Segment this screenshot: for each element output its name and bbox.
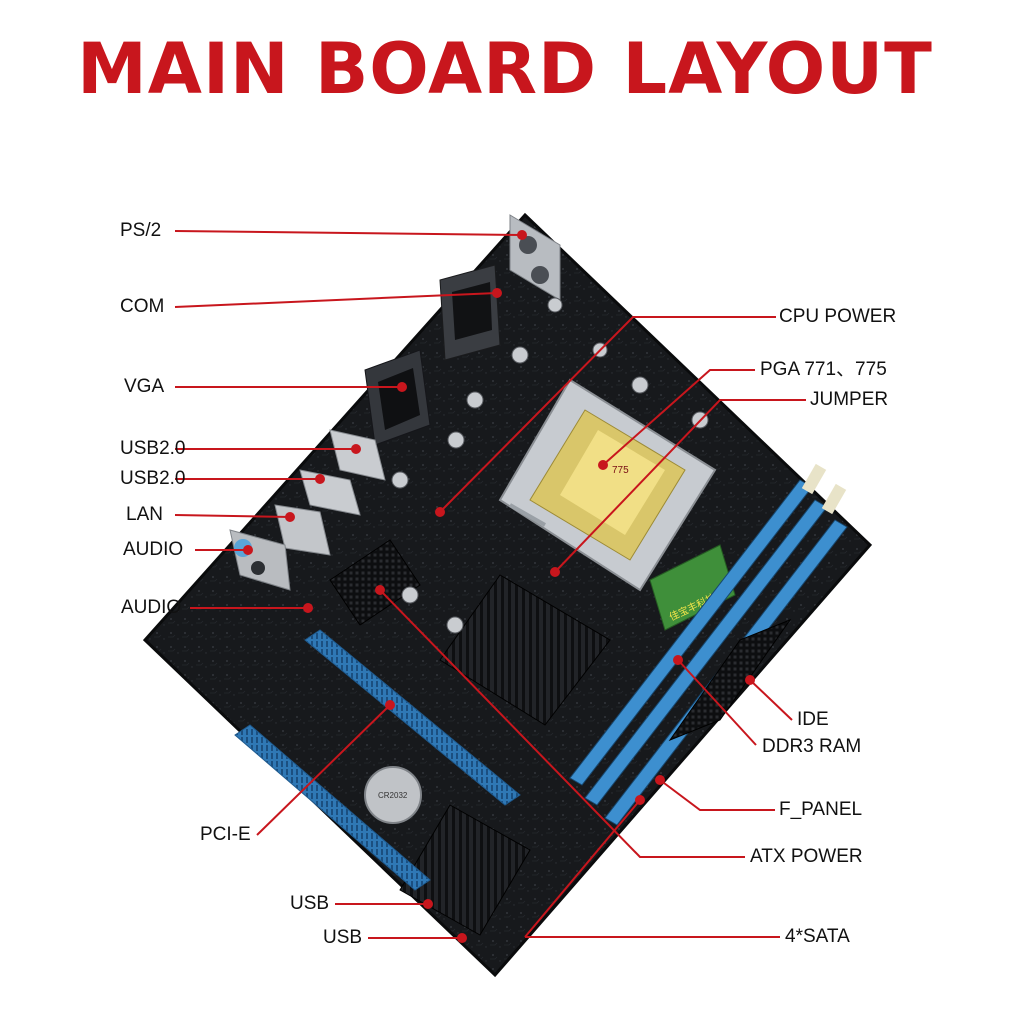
socket-text: 775	[612, 465, 629, 476]
label-cpu-power: CPU POWER	[779, 306, 897, 327]
page-title: MAIN BOARD LAYOUT	[77, 28, 933, 110]
label-sata: 4*SATA	[785, 926, 850, 947]
label-audio-a: AUDIO	[123, 539, 184, 560]
label-usb2-b: USB2.0	[120, 468, 186, 489]
label-usb2-a: USB2.0	[120, 438, 186, 459]
label-f-panel: F_PANEL	[779, 799, 863, 820]
leader-lines	[174, 230, 806, 943]
label-vga: VGA	[124, 376, 165, 397]
usb-ports	[299, 429, 386, 516]
label-usb-a: USB	[290, 893, 330, 914]
label-audio-b: AUDIO	[121, 597, 182, 618]
label-jumper: JUMPER	[810, 389, 889, 410]
label-lan: LAN	[126, 504, 163, 525]
label-pcie: PCI-E	[200, 824, 251, 845]
label-usb-b: USB	[323, 927, 363, 948]
label-atx-power: ATX POWER	[750, 846, 863, 867]
vga-port	[364, 349, 431, 446]
label-ddr3: DDR3 RAM	[762, 736, 862, 757]
label-ide: IDE	[797, 709, 829, 730]
label-pga: PGA 771、775	[760, 359, 887, 380]
ide-connector	[668, 618, 792, 742]
pcie-slots	[234, 629, 521, 891]
cmos-battery: CR2032	[364, 766, 422, 824]
battery-text: CR2032	[378, 791, 408, 800]
atx-power-connector	[329, 539, 421, 626]
cpu-socket: 775	[498, 378, 717, 592]
label-com: COM	[120, 296, 165, 317]
audio-jacks	[229, 529, 291, 591]
label-ps2: PS/2	[120, 220, 162, 241]
com-port	[439, 264, 501, 361]
